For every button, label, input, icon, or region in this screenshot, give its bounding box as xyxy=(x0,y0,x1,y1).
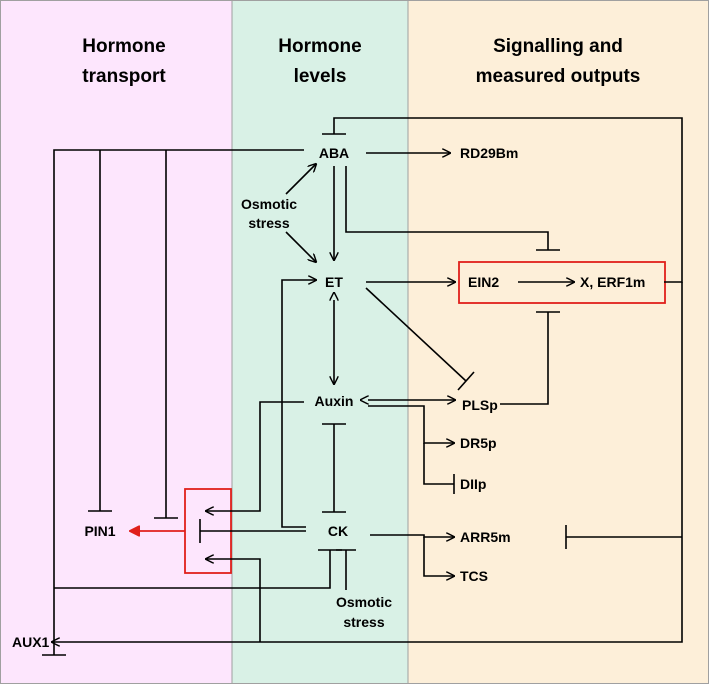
node-ein2: EIN2 xyxy=(468,274,499,290)
node-osmotic-stress: stress xyxy=(248,215,289,231)
edge-erf1m-inhibits-aba xyxy=(333,117,683,283)
node-osmotic-stress: Osmotic xyxy=(336,594,392,610)
node-plsp: PLSp xyxy=(462,397,498,413)
column-title: Hormone xyxy=(278,36,361,57)
node-osmotic-stress: Osmotic xyxy=(241,196,297,212)
edge-aba-inhibits-ein2 xyxy=(345,166,549,250)
node-arr5m: ARR5m xyxy=(460,529,511,545)
node-diip: DIIp xyxy=(460,476,486,492)
edge-osmotic-et xyxy=(285,231,316,262)
column-title: transport xyxy=(82,66,166,87)
column-hormone-levels xyxy=(232,0,408,684)
node-pin1: PIN1 xyxy=(84,523,115,539)
edge-auxin-dr5p xyxy=(368,405,454,443)
node-x-erf1m: X, ERF1m xyxy=(580,274,645,290)
column-title: levels xyxy=(294,66,347,87)
edge-aux1-pin1-regulation xyxy=(206,559,261,642)
node-tcs: TCS xyxy=(460,568,488,584)
node-aux1: AUX1 xyxy=(12,634,50,650)
column-title: measured outputs xyxy=(476,66,641,87)
column-title: Hormone xyxy=(82,36,165,57)
edge-auxin-inhibits-diip xyxy=(423,443,454,485)
edge-ck-inhibits-aux1 xyxy=(54,572,331,589)
node-auxin: Auxin xyxy=(315,393,354,409)
edge-ck-et xyxy=(281,280,316,528)
node-osmotic-stress: stress xyxy=(343,614,384,630)
edge-aba-left-bus xyxy=(53,149,304,655)
edge-et-inhibits-plsp xyxy=(365,287,467,382)
column-title: Signalling and xyxy=(493,36,623,57)
column-signalling xyxy=(408,0,709,684)
edge-end-bar xyxy=(457,371,475,391)
edge-ck-tcs xyxy=(423,537,454,576)
edge-ck-arr5m xyxy=(370,535,454,537)
edge-erf1m-right-bus xyxy=(52,282,683,642)
node-et: ET xyxy=(325,274,343,290)
node-dr5p: DR5p xyxy=(460,435,497,451)
column-hormone-transport xyxy=(0,0,232,684)
node-rd29bm: RD29Bm xyxy=(460,145,518,161)
node-ck: CK xyxy=(328,523,348,539)
node-aba: ABA xyxy=(319,145,349,161)
edge-plsp-inhibits-ein2 xyxy=(500,312,549,405)
edge-osmotic-aba xyxy=(285,164,316,195)
